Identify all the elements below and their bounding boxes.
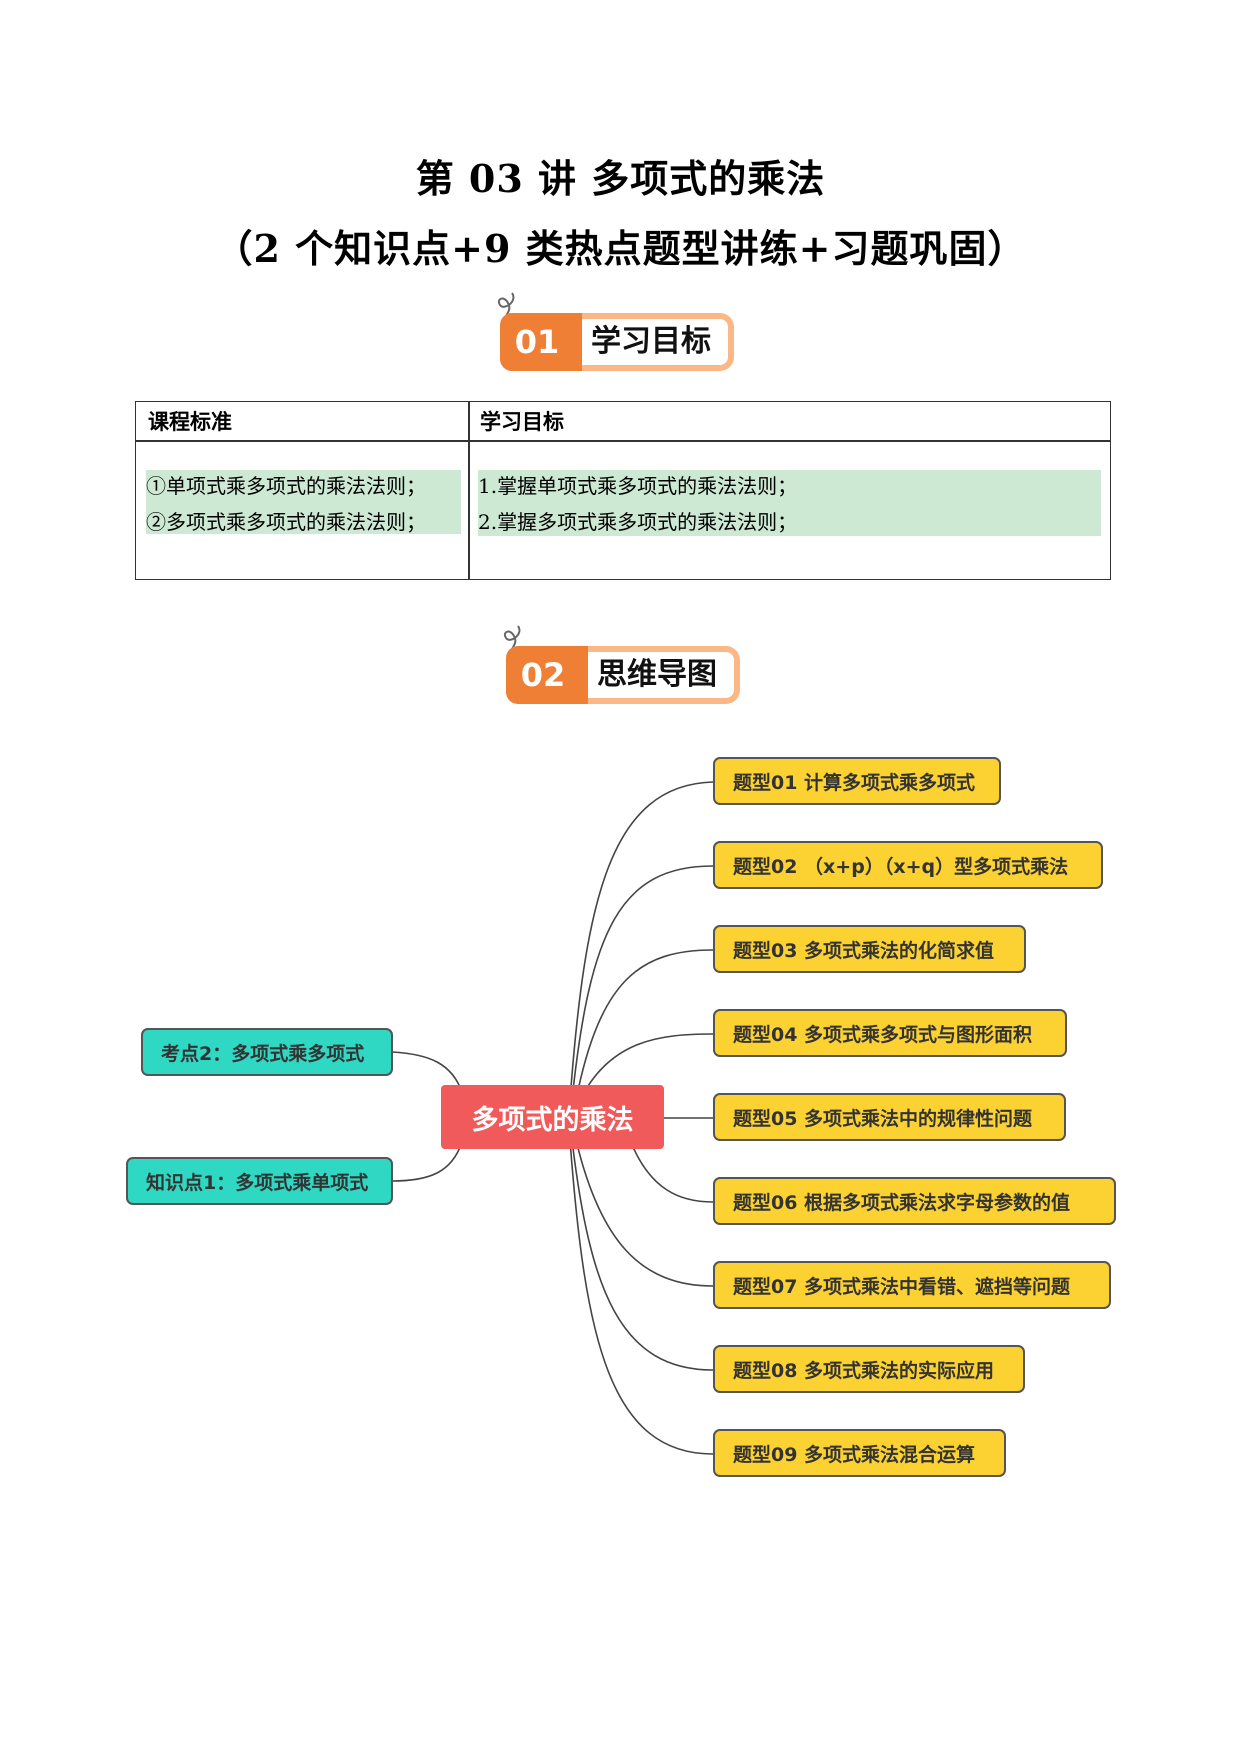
topic-node-09: 题型09 多项式乘法混合运算 [713, 1429, 1006, 1477]
standards-table: 课程标准 学习目标 ①单项式乘多项式的乘法法则； ②多项式乘多项式的乘法法则； … [135, 401, 1111, 580]
topic-node-03: 题型03 多项式乘法的化简求值 [713, 925, 1026, 973]
section-label: 思维导图 [578, 646, 740, 704]
page-subtitle: （2 个知识点+9 类热点题型讲练+习题巩固） [214, 226, 1027, 271]
topic-node-04: 题型04 多项式乘多项式与图形面积 [713, 1009, 1067, 1057]
standard-item: ①单项式乘多项式的乘法法则； [146, 474, 426, 498]
topic-node-06: 题型06 根据多项式乘法求字母参数的值 [713, 1177, 1116, 1225]
topic-node-05: 题型05 多项式乘法中的规律性问题 [713, 1093, 1066, 1141]
goal-item: 2.掌握多项式乘多项式的乘法法则； [478, 510, 798, 534]
section-label: 学习目标 [572, 313, 734, 371]
mindmap-center-node: 多项式的乘法 [441, 1085, 664, 1149]
topic-node-08: 题型08 多项式乘法的实际应用 [713, 1345, 1025, 1393]
knowledge-node: 考点2：多项式乘多项式 [141, 1028, 393, 1076]
section-badge-mind-map: 02 思维导图 [504, 625, 742, 704]
topic-node-01: 题型01 计算多项式乘多项式 [713, 757, 1001, 805]
section-badge-learning-goals: 01 学习目标 [498, 292, 736, 371]
knowledge-node: 知识点1：多项式乘单项式 [126, 1157, 393, 1205]
topic-node-07: 题型07 多项式乘法中看错、遮挡等问题 [713, 1261, 1111, 1309]
section-number: 02 [506, 646, 580, 704]
table-header-goals: 学习目标 [480, 410, 564, 434]
topic-node-02: 题型02 （x+p）（x+q）型多项式乘法 [713, 841, 1103, 889]
section-number: 01 [500, 313, 574, 371]
table-header-standards: 课程标准 [148, 410, 232, 434]
standard-item: ②多项式乘多项式的乘法法则； [146, 510, 426, 534]
page-title: 第 03 讲 多项式的乘法 [415, 156, 826, 201]
goal-item: 1.掌握单项式乘多项式的乘法法则； [478, 474, 798, 498]
